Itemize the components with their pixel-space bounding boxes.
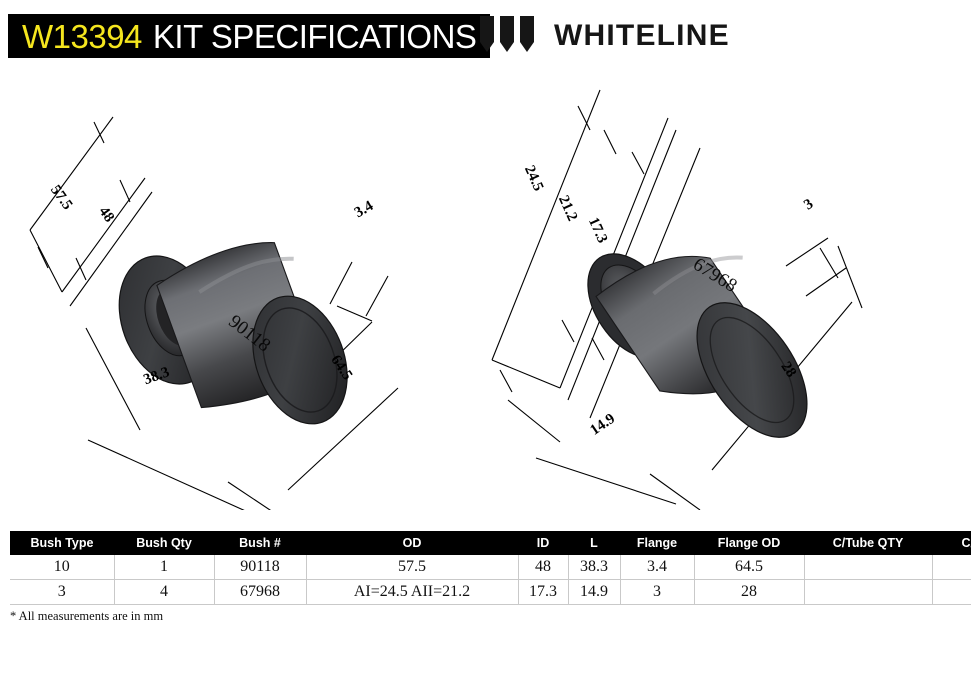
- cell-bush-no: 67968: [214, 579, 307, 605]
- column-header-ctube-qty: C/Tube QTY: [804, 531, 932, 555]
- page-title: KIT SPECIFICATIONS: [152, 17, 477, 55]
- left-dim-flange: 3.4: [352, 198, 377, 221]
- measurements-footnote: * All measurements are in mm: [10, 609, 164, 623]
- cell-l: 14.9: [568, 579, 621, 605]
- right-bush-highlight: [652, 255, 743, 296]
- kit-code: W13394: [22, 17, 142, 55]
- title-bar: W13394 KIT SPECIFICATIONS: [8, 14, 491, 58]
- whiteline-logo-icon: [478, 14, 540, 59]
- spec-table-container: Bush Type Bush Qty Bush # OD ID L Flange…: [10, 531, 971, 605]
- cell-l: 38.3: [568, 555, 621, 580]
- table-row: 10 1 90118 57.5 48 38.3 3.4 64.5: [10, 555, 971, 580]
- brand-name: WHITELINE: [554, 19, 730, 52]
- cell-id: 17.3: [518, 579, 569, 605]
- column-header-flange: Flange: [620, 531, 694, 555]
- cell-ctube-qty: [804, 555, 933, 580]
- column-header-bush-qty: Bush Qty: [114, 531, 214, 555]
- right-bush-flange-ring: [709, 316, 795, 424]
- column-header-flange-od: Flange OD: [694, 531, 804, 555]
- left-dim-id: 48: [95, 204, 117, 226]
- right-bush-flange: [696, 302, 808, 438]
- right-bushing-drawing: 67968 24.5 21.2 17.3 3 28 14.9: [491, 89, 863, 510]
- cell-bush-type: 3: [10, 579, 115, 605]
- left-dim-od: 57.5: [47, 182, 75, 213]
- spec-table: Bush Type Bush Qty Bush # OD ID L Flange…: [10, 531, 971, 605]
- left-bushing-drawing: 90118 57.5 48 3.4 38.3 64.5: [29, 116, 399, 510]
- column-header-ctube-size: C/Tube Size: [932, 531, 971, 555]
- cell-flange-od: 64.5: [694, 555, 805, 580]
- cell-ctube-qty: [804, 579, 933, 605]
- cell-flange: 3.4: [620, 555, 695, 580]
- cell-ctube-size: [932, 579, 971, 605]
- column-header-od: OD: [306, 531, 518, 555]
- left-bush-front-flange-ring: [262, 307, 338, 413]
- brand-lockup: WHITELINE: [478, 14, 730, 58]
- cell-flange-od: 28: [694, 579, 805, 605]
- page-header: W13394 KIT SPECIFICATIONS WHITELINE: [0, 0, 971, 70]
- cell-ctube-size: [932, 555, 971, 580]
- drawing-area: 90118 57.5 48 3.4 38.3 64.5: [0, 70, 971, 510]
- left-bush-front-flange: [252, 295, 348, 425]
- table-row: 3 4 67968 AI=24.5 AII=21.2 17.3 14.9 3 2…: [10, 579, 971, 605]
- cell-bush-qty: 1: [114, 555, 215, 580]
- right-dim-od-a2: 21.2: [555, 193, 580, 223]
- right-dim-id: 17.3: [585, 215, 610, 245]
- cell-bush-qty: 4: [114, 579, 215, 605]
- left-dimension-lines: [29, 116, 399, 510]
- table-header-row: Bush Type Bush Qty Bush # OD ID L Flange…: [10, 531, 971, 555]
- cell-bush-no: 90118: [214, 555, 307, 580]
- right-dim-od-a1: 24.5: [521, 163, 546, 193]
- left-bush-highlight: [198, 256, 294, 294]
- cell-bush-type: 10: [10, 555, 115, 580]
- right-dim-flange: 3: [801, 196, 816, 213]
- cell-od: AI=24.5 AII=21.2: [306, 579, 519, 605]
- column-header-bush-type: Bush Type: [10, 531, 114, 555]
- cell-flange: 3: [620, 579, 695, 605]
- right-dim-length: 14.9: [587, 411, 618, 439]
- column-header-id: ID: [518, 531, 568, 555]
- column-header-l: L: [568, 531, 620, 555]
- column-header-bush-no: Bush #: [214, 531, 306, 555]
- right-dim-flange-od: 28: [777, 359, 799, 380]
- cell-od: 57.5: [306, 555, 519, 580]
- cell-id: 48: [518, 555, 569, 580]
